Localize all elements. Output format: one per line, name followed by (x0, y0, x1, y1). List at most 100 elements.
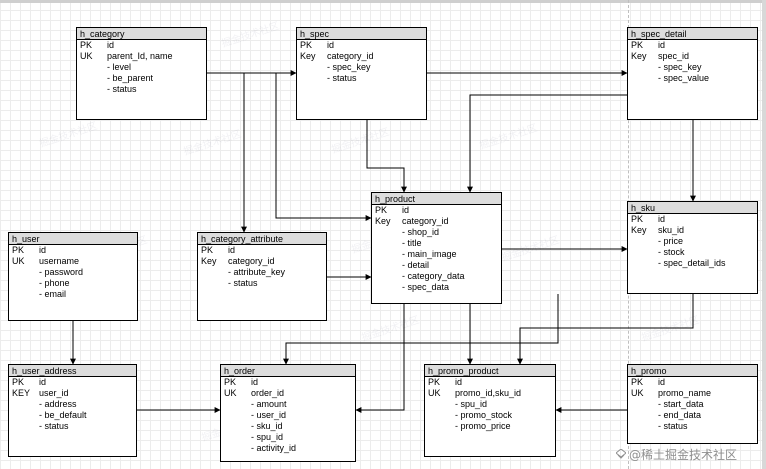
field-name: spec_id (658, 51, 690, 61)
entity-title: h_user (9, 233, 137, 245)
field-row: Key category_id (372, 216, 501, 227)
attribute-item: - be_parent (107, 73, 154, 83)
field-key: PK (631, 214, 644, 224)
field-key: PK (80, 40, 93, 50)
field-key: PK (224, 377, 237, 387)
field-row: UK order_id (221, 388, 355, 399)
attribute-item: - email (39, 289, 67, 299)
connector-spec-product (366, 120, 407, 193)
attribute-item: - activity_id (251, 443, 297, 453)
field-row: KEY user_id (9, 388, 136, 399)
field-row: PK id (198, 245, 326, 256)
field-name: category_id (402, 216, 449, 226)
field-name: username (39, 256, 80, 266)
entity-h-category-attribute[interactable]: h_category_attribute PK id Key category_… (197, 232, 327, 321)
field-key: Key (201, 256, 217, 266)
attribute-item: - user_id (251, 410, 287, 420)
attribute-item: - end_data (658, 410, 702, 420)
entity-h-spec-detail[interactable]: h_spec_detail PK id Key spec_id - spec_k… (627, 27, 758, 120)
attribute-item: - price (658, 236, 684, 246)
attribute-list: - amount - user_id - sku_id - spu_id - a… (251, 399, 355, 454)
field-name: category_id (228, 256, 275, 266)
field-name: parent_Id, name (107, 51, 173, 61)
field-name: sku_id (658, 225, 685, 235)
field-row: PK id (372, 205, 501, 216)
attribute-item: - stock (658, 247, 685, 257)
field-key: Key (375, 216, 391, 226)
field-row: PK id (628, 214, 757, 225)
entity-title: h_spec (297, 28, 426, 40)
entity-h-promo-product[interactable]: h_promo_product PK id UK promo_id,sku_id… (424, 364, 556, 457)
field-row: PK id (9, 377, 136, 388)
field-key: PK (631, 40, 644, 50)
attribute-list: - spec_key - status (327, 62, 426, 84)
field-key: Key (631, 51, 647, 61)
field-row: PK id (77, 40, 206, 51)
field-name: id (251, 377, 259, 387)
attribute-item: - detail (402, 260, 430, 270)
field-key: UK (12, 256, 25, 266)
field-row: Key category_id (297, 51, 426, 62)
connector-sku-promo-product (517, 294, 694, 365)
field-row: PK id (297, 40, 426, 51)
field-row: UK parent_Id, name (77, 51, 206, 62)
field-row: Key category_id (198, 256, 326, 267)
field-name: id (39, 245, 47, 255)
attribute-item: - address (39, 399, 77, 409)
entity-h-promo[interactable]: h_promo PK id UK promo_name - start_data… (627, 364, 758, 444)
field-name: id (402, 205, 410, 215)
attribute-item: - attribute_key (228, 267, 286, 277)
attribute-item: - amount (251, 399, 287, 409)
field-name: id (107, 40, 115, 50)
attribute-item: - title (402, 238, 422, 248)
field-name: order_id (251, 388, 285, 398)
attribute-item: - level (107, 62, 132, 72)
entity-h-user[interactable]: h_user PK id UK username - password - ph… (8, 232, 138, 321)
field-key: PK (300, 40, 313, 50)
entity-h-product[interactable]: h_product PK id Key category_id - shop_i… (371, 192, 502, 304)
entity-h-spec[interactable]: h_spec PK id Key category_id - spec_key … (296, 27, 427, 120)
entity-h-category[interactable]: h_category PK id UK parent_Id, name - le… (76, 27, 207, 120)
entity-h-order[interactable]: h_order PK id UK order_id - amount - use… (220, 364, 356, 462)
attribute-item: - spec_key (327, 62, 371, 72)
connector-product-order (355, 304, 405, 413)
attribute-list: - spu_id - promo_stock - promo_price (455, 399, 555, 432)
connector-category-category-attribute (207, 72, 247, 233)
field-row: UK username (9, 256, 137, 267)
field-row: PK id (628, 40, 757, 51)
entity-title: h_promo (628, 365, 757, 377)
field-name: user_id (39, 388, 69, 398)
field-key: PK (201, 245, 214, 255)
entity-h-sku[interactable]: h_sku PK id Key sku_id - price - stock -… (627, 201, 758, 294)
field-name: id (658, 214, 666, 224)
entity-title: h_promo_product (425, 365, 555, 377)
field-key: PK (428, 377, 441, 387)
attribute-item: - promo_stock (455, 410, 513, 420)
entity-h-user-address[interactable]: h_user_address PK id KEY user_id - addre… (8, 364, 137, 457)
window-top-border (0, 0, 766, 3)
brand-text: @稀土掘金技术社区 (629, 448, 738, 462)
attribute-item: - password (39, 267, 84, 277)
field-key: UK (631, 388, 644, 398)
attribute-list: - attribute_key - status (228, 267, 326, 289)
entity-title: h_spec_detail (628, 28, 757, 40)
field-key: PK (12, 377, 25, 387)
field-name: promo_id,sku_id (455, 388, 522, 398)
attribute-list: - password - phone - email (39, 267, 137, 300)
connector-category-product (207, 72, 372, 221)
attribute-item: - sku_id (251, 421, 283, 431)
attribute-item: - start_data (658, 399, 704, 409)
attribute-item: - spec_data (402, 282, 450, 292)
field-name: id (455, 377, 463, 387)
attribute-item: - spu_id (251, 432, 284, 442)
attribute-item: - be_default (39, 410, 87, 420)
field-key: UK (224, 388, 237, 398)
attribute-list: - level - be_parent - status (107, 62, 206, 95)
field-key: Key (631, 225, 647, 235)
entity-title: h_category (77, 28, 206, 40)
field-name: promo_name (658, 388, 712, 398)
attribute-item: - promo_price (455, 421, 511, 431)
connector-sku-order (283, 294, 559, 365)
